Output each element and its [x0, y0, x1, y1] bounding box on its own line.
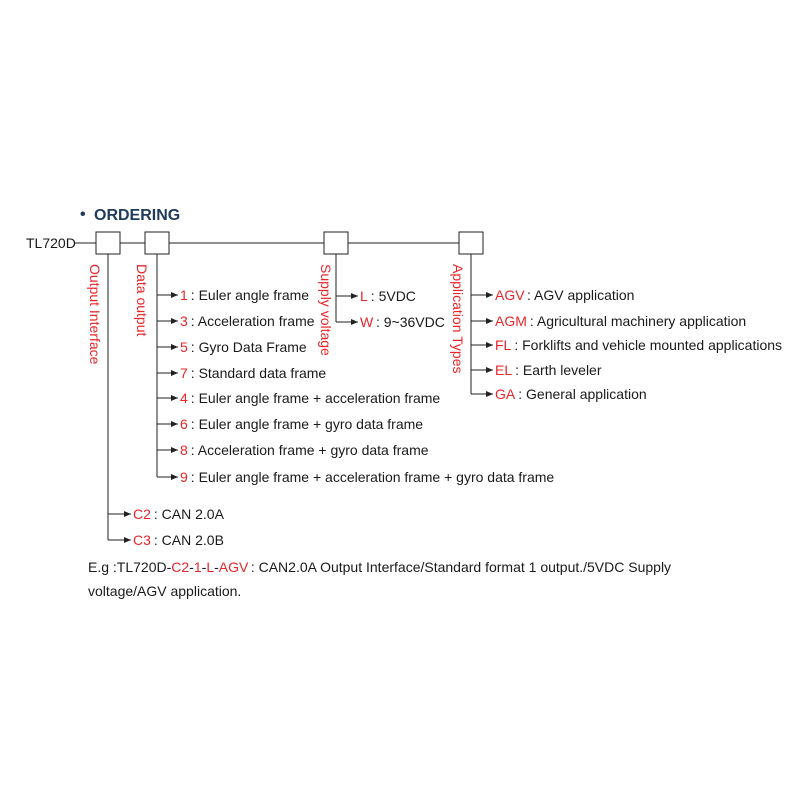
box-output-interface: [95, 231, 121, 255]
option-data-8: 8: Acceleration frame + gyro data frame: [157, 442, 429, 458]
svg-text:7: Standard data frame: 7: Standard data frame: [180, 365, 326, 381]
option-c2: C2: CAN 2.0A: [108, 506, 225, 522]
svg-text:3: Acceleration frame: 3: Acceleration frame: [180, 313, 315, 329]
svg-text:C3: CAN 2.0B: C3: CAN 2.0B: [133, 532, 224, 548]
svg-text:6: Euler angle frame + gyro da: 6: Euler angle frame + gyro data frame: [180, 416, 423, 432]
option-app-fl: FL: Forklifts and vehicle mounted applic…: [471, 337, 782, 353]
svg-text:AGV: AGV application: AGV: AGV application: [495, 287, 634, 303]
svg-text:W: 9~36VDC: W: 9~36VDC: [360, 314, 445, 330]
page-title: ORDERING: [94, 207, 180, 224]
label-application-types: Application Types: [450, 264, 466, 373]
box-supply-voltage: [323, 231, 349, 255]
option-c3: C3: CAN 2.0B: [108, 532, 224, 548]
svg-text:EL: Earth leveler: EL: Earth leveler: [495, 362, 602, 378]
box-data-output: [144, 231, 170, 255]
svg-text:AGM: Agricultural machinery ap: AGM: Agricultural machinery application: [495, 313, 746, 329]
svg-text:FL: Forklifts and vehicle moun: FL: Forklifts and vehicle mounted applic…: [495, 337, 782, 353]
option-voltage-l: L: 5VDC: [336, 288, 416, 304]
label-data-output: Data output: [134, 264, 150, 336]
box-application-types: [458, 231, 484, 255]
example-line-2: voltage/AGV application.: [88, 583, 241, 599]
svg-text:GA: General application: GA: General application: [495, 386, 647, 402]
heading-bullet: •: [80, 206, 86, 223]
model-code: TL720D: [26, 235, 76, 251]
option-data-7: 7: Standard data frame: [157, 365, 326, 381]
option-voltage-w: W: 9~36VDC: [336, 314, 445, 330]
option-app-agm: AGM: Agricultural machinery application: [471, 313, 746, 329]
option-data-4: 4: Euler angle frame + acceleration fram…: [157, 390, 440, 406]
example-line-1: E.g :TL720D-C2-1-L-AGV: CAN2.0A Output I…: [88, 559, 671, 575]
svg-text:C2: CAN 2.0A: C2: CAN 2.0A: [133, 506, 225, 522]
label-output-interface: Output Interface: [87, 264, 103, 365]
option-app-agv: AGV: AGV application: [471, 287, 634, 303]
svg-text:1: Euler angle frame: 1: Euler angle frame: [180, 287, 309, 303]
option-app-ga: GA: General application: [471, 386, 647, 402]
option-data-6: 6: Euler angle frame + gyro data frame: [157, 416, 423, 432]
svg-text:L: 5VDC: L: 5VDC: [360, 288, 416, 304]
option-data-1: 1: Euler angle frame: [157, 287, 309, 303]
svg-text:4: Euler angle frame + acceler: 4: Euler angle frame + acceleration fram…: [180, 390, 440, 406]
svg-text:5: Gyro Data Frame: 5: Gyro Data Frame: [180, 339, 307, 355]
svg-text:9: Euler angle frame + acceler: 9: Euler angle frame + acceleration fram…: [180, 469, 554, 485]
label-supply-voltage: Supply voltage: [318, 264, 334, 356]
svg-text:8: Acceleration frame + gyro d: 8: Acceleration frame + gyro data frame: [180, 442, 429, 458]
option-data-9: 9: Euler angle frame + acceleration fram…: [157, 469, 554, 485]
option-data-3: 3: Acceleration frame: [157, 313, 315, 329]
option-app-el: EL: Earth leveler: [471, 362, 602, 378]
option-data-5: 5: Gyro Data Frame: [157, 339, 307, 355]
